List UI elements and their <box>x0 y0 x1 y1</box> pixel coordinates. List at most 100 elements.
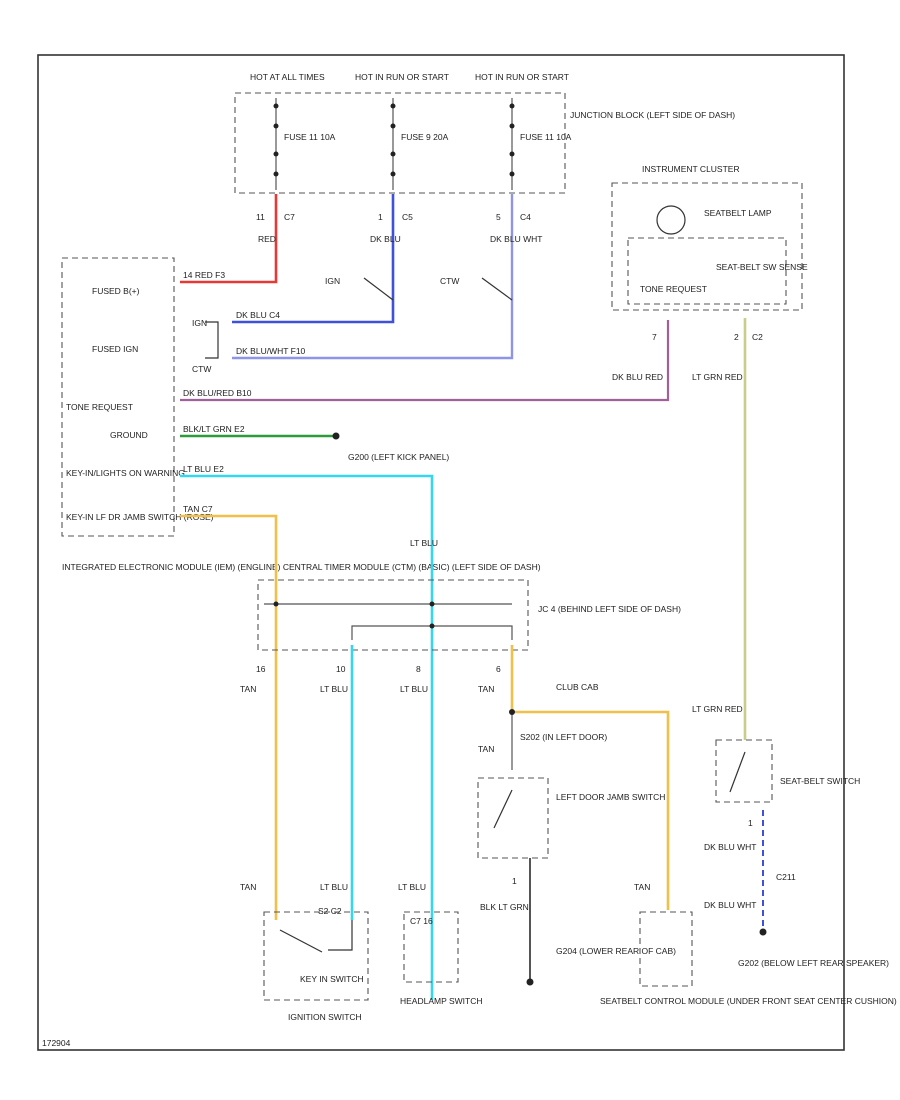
tan-wire <box>180 514 278 920</box>
junction-block-box <box>234 92 566 194</box>
instrument-cluster-label: INSTRUMENT CLUSTER <box>642 164 740 174</box>
s202-label: S202 (IN LEFT DOOR) <box>520 732 607 742</box>
left-door-jamb-label: LEFT DOOR JAMB SWITCH <box>556 792 665 802</box>
jc4-pin4: 6 <box>496 664 501 674</box>
lt-grn-red-lower-label: LT GRN RED <box>692 704 743 714</box>
key-in-switch-contact <box>279 920 353 953</box>
lt-blu-wire <box>180 474 434 1000</box>
c7-label: C7 <box>284 212 295 222</box>
fuse2-c <box>390 171 396 177</box>
fuse1-c <box>273 171 279 177</box>
dk-blu-pin-label: DK BLU C4 <box>236 310 280 320</box>
fuse3-label: FUSE 11 10A <box>520 132 572 142</box>
ground-g200-dot <box>332 432 340 440</box>
jc4-dot3 <box>429 623 435 629</box>
label-hot-at-all-times: HOT AT ALL TIMES <box>250 72 325 82</box>
dk-blu-wht-lower2-label: DK BLU WHT <box>704 900 756 910</box>
dk-blu-wht-lower1-label: DK BLU WHT <box>704 842 756 852</box>
fuse1-top <box>273 103 279 109</box>
dk-blu-red-right-label: DK BLU RED <box>612 372 663 382</box>
c5-pin: 1 <box>378 212 383 222</box>
fuse1-a <box>273 123 279 129</box>
red-label: RED <box>258 234 276 244</box>
jc4-pin2: 10 <box>336 664 346 674</box>
dk-blu-red-pin-label: DK BLU/RED B10 <box>183 388 252 398</box>
dk-blu-label: DK BLU <box>370 234 401 244</box>
fuse1-b <box>273 151 279 157</box>
dk-blu-wht-wire <box>232 194 514 360</box>
c2-label: C2 <box>752 332 763 342</box>
cluster-inner-box <box>627 237 787 305</box>
c4-label: C4 <box>520 212 531 222</box>
red-wire <box>180 194 278 284</box>
seatbelt-switch-blade <box>729 751 746 793</box>
headlamp-switch-box <box>403 911 459 983</box>
club-cab-splice <box>509 709 515 715</box>
dk-blu-red-wire <box>180 320 670 402</box>
label-hot-in-run-start-2: HOT IN RUN OR START <box>475 72 569 82</box>
dk-blu-wire <box>232 194 395 324</box>
seatbelt-switch-label: SEAT-BELT SWITCH <box>780 776 860 786</box>
fuse2-b <box>390 151 396 157</box>
ign-pins-label: S2 C2 <box>318 906 342 916</box>
ignition-switch-box <box>263 911 369 1001</box>
ctw-switch-blade <box>481 277 513 301</box>
key-in-switch-label: KEY IN SWITCH <box>300 974 364 984</box>
c5-label: C5 <box>402 212 413 222</box>
fuse3-c <box>509 171 515 177</box>
g204-dot <box>526 978 534 986</box>
tan-d-label: TAN <box>240 882 256 892</box>
fuse3-b <box>509 151 515 157</box>
pin-key-in-lights-on: KEY-IN/LIGHTS ON WARNING <box>66 468 185 478</box>
pin-tone-request: TONE REQUEST <box>66 402 133 412</box>
red-pin-label: 14 RED F3 <box>183 270 225 280</box>
ctw-small-label: CTW <box>192 364 211 374</box>
label-hot-in-run-start-1: HOT IN RUN OR START <box>355 72 449 82</box>
fuse3-a <box>509 123 515 129</box>
diagram-frame <box>37 54 845 1051</box>
seatbelt-switch-pin: 1 <box>748 818 753 828</box>
g204-label: G204 (LOWER REAR OF CAB) <box>556 946 676 956</box>
jc4-dot2 <box>429 601 435 607</box>
pin-key-in-lf-door: KEY-IN LF DR JAMB SWITCH (ROSE) <box>66 512 214 522</box>
left-door-pin: 1 <box>512 876 517 886</box>
blk-grn-pin-label: BLK/LT GRN E2 <box>183 424 245 434</box>
tan-a-label: TAN <box>240 684 256 694</box>
fuse2-label: FUSE 9 20A <box>401 132 449 142</box>
seatbelt-control-module-label: SEATBELT CONTROL MODULE (UNDER FRONT SEA… <box>600 996 897 1006</box>
junction-block-label: JUNCTION BLOCK (LEFT SIDE OF DASH) <box>570 110 735 120</box>
headlamp-switch-label: HEADLAMP SWITCH <box>400 996 483 1006</box>
tan-pin-label: TAN C7 <box>183 504 213 514</box>
g202-label: G202 (BELOW LEFT REAR SPEAKER) <box>738 958 889 968</box>
c7-pin: 11 <box>256 212 265 222</box>
tan-e-label: TAN <box>634 882 650 892</box>
module-name: INTEGRATED ELECTRONIC MODULE (IEM) (ENGL… <box>62 562 541 572</box>
ign-switch-blade <box>363 277 394 301</box>
ign-small-label: IGN <box>192 318 207 328</box>
fuse3-top <box>509 103 515 109</box>
seatbelt-sw-sense-label: SEAT-BELT SW SENSE <box>716 262 808 272</box>
blk-lt-grn-label: BLK LT GRN <box>480 902 529 912</box>
ign-switch-label: IGN <box>325 276 340 286</box>
door-jamb-blade <box>493 789 513 829</box>
fuse2-top <box>390 103 396 109</box>
tan-c-label: TAN <box>478 744 494 754</box>
jc4-pin3: 8 <box>416 664 421 674</box>
pin-fused-ign: FUSED IGN <box>92 344 138 354</box>
fuse2-a <box>390 123 396 129</box>
jc4-box <box>257 579 529 651</box>
g202-dot <box>759 928 767 936</box>
lt-blu-pin-label: LT BLU E2 <box>183 464 224 474</box>
integrated-module-box <box>61 257 175 537</box>
c2-pin: 2 <box>734 332 739 342</box>
jc4-label: JC 4 (BEHIND LEFT SIDE OF DASH) <box>538 604 681 614</box>
lt-grn-red-right-label: LT GRN RED <box>692 372 743 382</box>
lt-blu-b-label: LT BLU <box>400 684 428 694</box>
instrument-cluster-box <box>611 182 803 311</box>
pin-ground: GROUND <box>110 430 148 440</box>
g200-label: G200 (LEFT KICK PANEL) <box>348 452 449 462</box>
c4-pin: 5 <box>496 212 501 222</box>
dk-blu-wht-pin-label: DK BLU/WHT F10 <box>236 346 306 356</box>
seatbelt-lamp-icon <box>656 205 686 235</box>
